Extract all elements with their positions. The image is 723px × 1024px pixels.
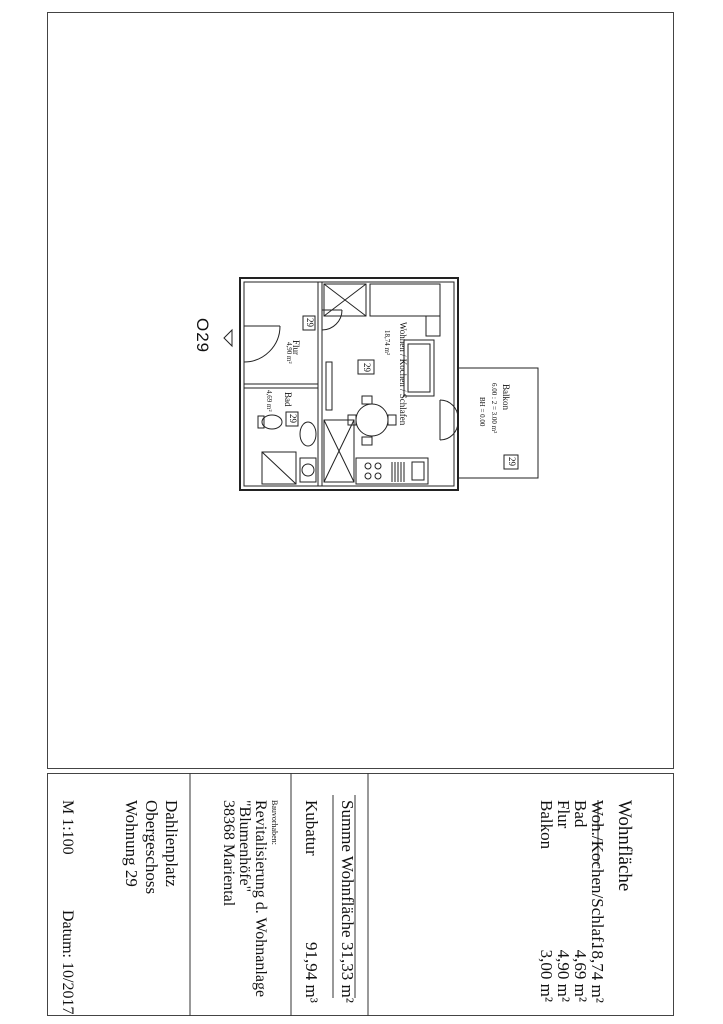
title-block [47,773,674,1016]
location-line: Dahlienplatz [162,800,181,887]
balcony-name: Balkon [501,384,511,410]
room-number: 29 [507,457,517,466]
room-area: 18,74 m² [383,330,391,356]
room-number: 29 [362,363,372,372]
date: Datum: 10/2017 [59,910,76,1015]
table-heading: Wohnfläche [614,800,635,892]
location-line: Wohnung 29 [122,800,141,887]
kitchen-cabinet [323,419,355,483]
entrance-arrow [223,328,233,348]
table-row-label: Flur [554,800,573,829]
balcony [457,367,539,479]
kubatur-value: 91,94 m³ [302,942,321,1003]
table-row-value: 4,90 m² [554,949,573,1002]
washbasin [299,457,317,483]
table-row-label: Woh./Kochen/Schlaf. [588,800,607,946]
apartment-marker: O29 [193,318,212,354]
project-line: Revitalisierung d. Wohnanlage [252,800,269,998]
room-number-box [503,454,519,470]
kitchen-counter [355,457,429,485]
project-caption: Bauvorhaben: [270,800,279,845]
room-area: 4,90 m² [285,342,293,364]
table-row-label: Bad [571,800,590,828]
table-row-value: 18,74 m² [588,942,607,1003]
table-row-value: 3,00 m² [537,949,556,1002]
table-row-label: Balkon [537,800,556,850]
balcony-height: BH = 0.00 [478,397,486,427]
toilet [261,414,283,430]
bath-sink [299,421,317,447]
location-line: Obergeschoss [142,800,161,895]
dining-table [355,403,389,437]
room-number-box [302,315,316,331]
oven-grill [391,462,405,482]
room-name: Bad [283,392,293,407]
project-line: "Blumenhöfe" [236,800,253,893]
radiator [325,361,333,411]
wardrobe [323,283,367,317]
sink [411,461,425,481]
room-area: 4,69 m² [265,390,273,412]
plan-frame [47,12,674,769]
table-row-value: 4,69 m² [571,949,590,1002]
kubatur-label: Kubatur [302,800,321,856]
room-name: Wohnen / Kochen / Schlafen [398,322,408,426]
sofa [403,339,435,397]
project-line: 38368 Mariental [220,800,237,907]
room-number: 29 [305,318,315,327]
room-number-box [285,411,299,427]
sum-value: 31,33 m² [338,942,357,1003]
scale: M 1:100 [59,800,76,855]
balcony-formula: 6.00 : 2 = 3.00 m² [490,383,498,434]
sum-label: Summe Wohnfläche [338,800,357,938]
room-number: 29 [288,414,298,423]
shower [261,451,297,485]
shelf [369,283,441,317]
room-number-box [357,359,375,375]
